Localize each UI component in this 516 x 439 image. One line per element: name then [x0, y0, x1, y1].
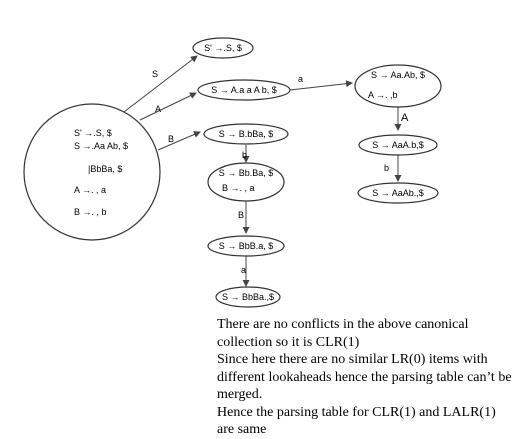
state-b [203, 123, 289, 145]
state-start-line-1: S' →.S, $ [74, 128, 112, 138]
state-aaa-label: S → AaA.b,$ [372, 140, 424, 150]
edge-label-a-aa: a [298, 74, 303, 84]
state-bbb [207, 235, 285, 257]
edge-label-s: S [152, 69, 158, 79]
edge-a-aa [289, 80, 353, 91]
state-a-label: S → A.a a A b, $ [211, 85, 277, 95]
state-start-line-3: |BbBa, $ [88, 164, 122, 174]
edge-label-a-start: A [155, 104, 161, 114]
state-bbba-label: S → BbBa.,$ [222, 292, 274, 302]
state-bb-line-2: B →. , a [222, 183, 255, 193]
state-start-line-4: A →. , a [74, 185, 106, 195]
edge-s [119, 55, 198, 116]
lr-automaton-figure: S A B a A b b B a S' →.S, $ S →.Aa Ab, $… [23, 37, 512, 437]
state-aa [354, 64, 442, 108]
edge-label-bbba: a [241, 265, 246, 275]
edge-a-start [139, 92, 197, 121]
caption-line-3: Hence the parsing table for CLR(1) and L… [217, 404, 496, 438]
edge-label-aaab: b [384, 163, 389, 173]
state-bbba [215, 286, 281, 308]
caption-line-1: There are no conflicts in the above cano… [217, 317, 469, 350]
state-diagram: S A B a A b b B a S' →.S, $ S →.Aa Ab, $… [23, 37, 442, 308]
state-aaa [358, 134, 438, 156]
edge-b-start [157, 131, 201, 151]
state-aaab-label: S → AaAb.,$ [372, 188, 424, 198]
edge-label-b-start: B [168, 134, 174, 144]
caption-line-2: Since here there are no similar LR(0) it… [217, 352, 512, 402]
state-start-line-2: S →.Aa Ab, $ [74, 141, 128, 151]
edge-label-aaa: A [401, 112, 409, 124]
explanation-text: There are no conflicts in the above cano… [217, 316, 512, 439]
state-aa-line-1: S → Aa.Ab, $ [371, 70, 425, 80]
state-bb [207, 162, 285, 202]
state-s-prime [192, 37, 254, 59]
state-start [23, 103, 161, 241]
state-aaab [357, 182, 439, 204]
state-b-label: S → B.bBa, $ [219, 129, 274, 139]
edge-label-bbb: B [238, 210, 244, 220]
edge-label-bb: b [242, 150, 247, 160]
state-start-line-5: B →. , b [74, 207, 107, 217]
state-aa-line-2: A →. ,b [368, 90, 398, 100]
state-bb-line-1: S → Bb.Ba, $ [219, 168, 274, 178]
state-bbb-label: S → BbB.a, $ [219, 241, 274, 251]
state-a [197, 79, 291, 101]
state-s-prime-label: S' →.S, $ [204, 43, 242, 53]
